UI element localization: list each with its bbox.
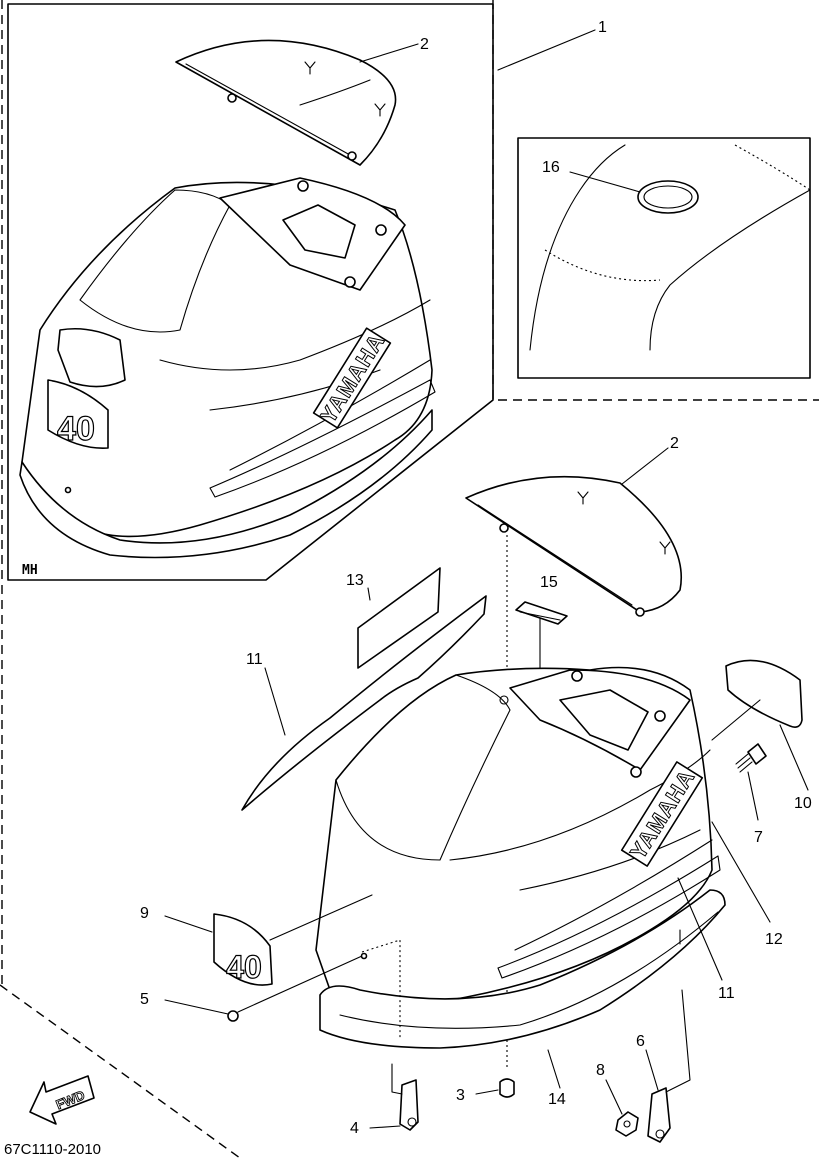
- svg-text:40: 40: [57, 410, 95, 448]
- callout-10: 10: [794, 795, 812, 812]
- stripe-decal-part-11: [241, 595, 487, 811]
- fwd-direction-arrow: FWD: [29, 1075, 95, 1125]
- callout-11-left: 11: [246, 651, 263, 668]
- model-badge-part-9: 40: [213, 913, 273, 986]
- callout-3: 3: [456, 1087, 465, 1104]
- part-code: 67C1110-2010: [4, 1141, 101, 1158]
- screw-part-5: [227, 1010, 239, 1022]
- callout-2-inset: 2: [420, 36, 429, 53]
- screw-part-7: [735, 743, 767, 773]
- nut-part-8: [615, 1111, 639, 1137]
- callout-7: 7: [754, 829, 763, 846]
- main-cap-part-2: [465, 475, 682, 617]
- inset-cap: [175, 39, 397, 166]
- callout-16: 16: [542, 159, 560, 176]
- callout-6: 6: [636, 1033, 645, 1050]
- grommet-part-15: [515, 601, 568, 625]
- inset-frame-mh: [7, 3, 494, 581]
- callout-15: 15: [540, 574, 558, 591]
- callout-5: 5: [140, 991, 149, 1008]
- callout-11-right: 11: [718, 985, 735, 1002]
- main-cowling-body: YAMAHA: [315, 666, 721, 1006]
- svg-text:40: 40: [226, 949, 262, 985]
- bottom-rim-part-14: [319, 889, 726, 1049]
- decal-part-13: [357, 567, 441, 669]
- inset-model-badge: 40: [47, 379, 109, 449]
- callout-9: 9: [140, 905, 149, 922]
- detail-box-16: 16: [517, 137, 811, 379]
- callout-1: 1: [598, 19, 607, 36]
- grommet-part-3: [499, 1078, 515, 1098]
- pad-part-10: [725, 659, 803, 728]
- callout-12: 12: [765, 931, 783, 948]
- bracket-part-4: [399, 1079, 419, 1131]
- callout-8: 8: [596, 1062, 605, 1079]
- bracket-part-6: [647, 1087, 671, 1143]
- callout-2-main: 2: [670, 435, 679, 452]
- callout-14: 14: [548, 1091, 566, 1108]
- callout-13: 13: [346, 572, 364, 589]
- callout-4: 4: [350, 1120, 359, 1137]
- inset-cowling-mh: YAMAHA 40 MH: [19, 39, 436, 578]
- inset-label-mh: MH: [22, 563, 38, 578]
